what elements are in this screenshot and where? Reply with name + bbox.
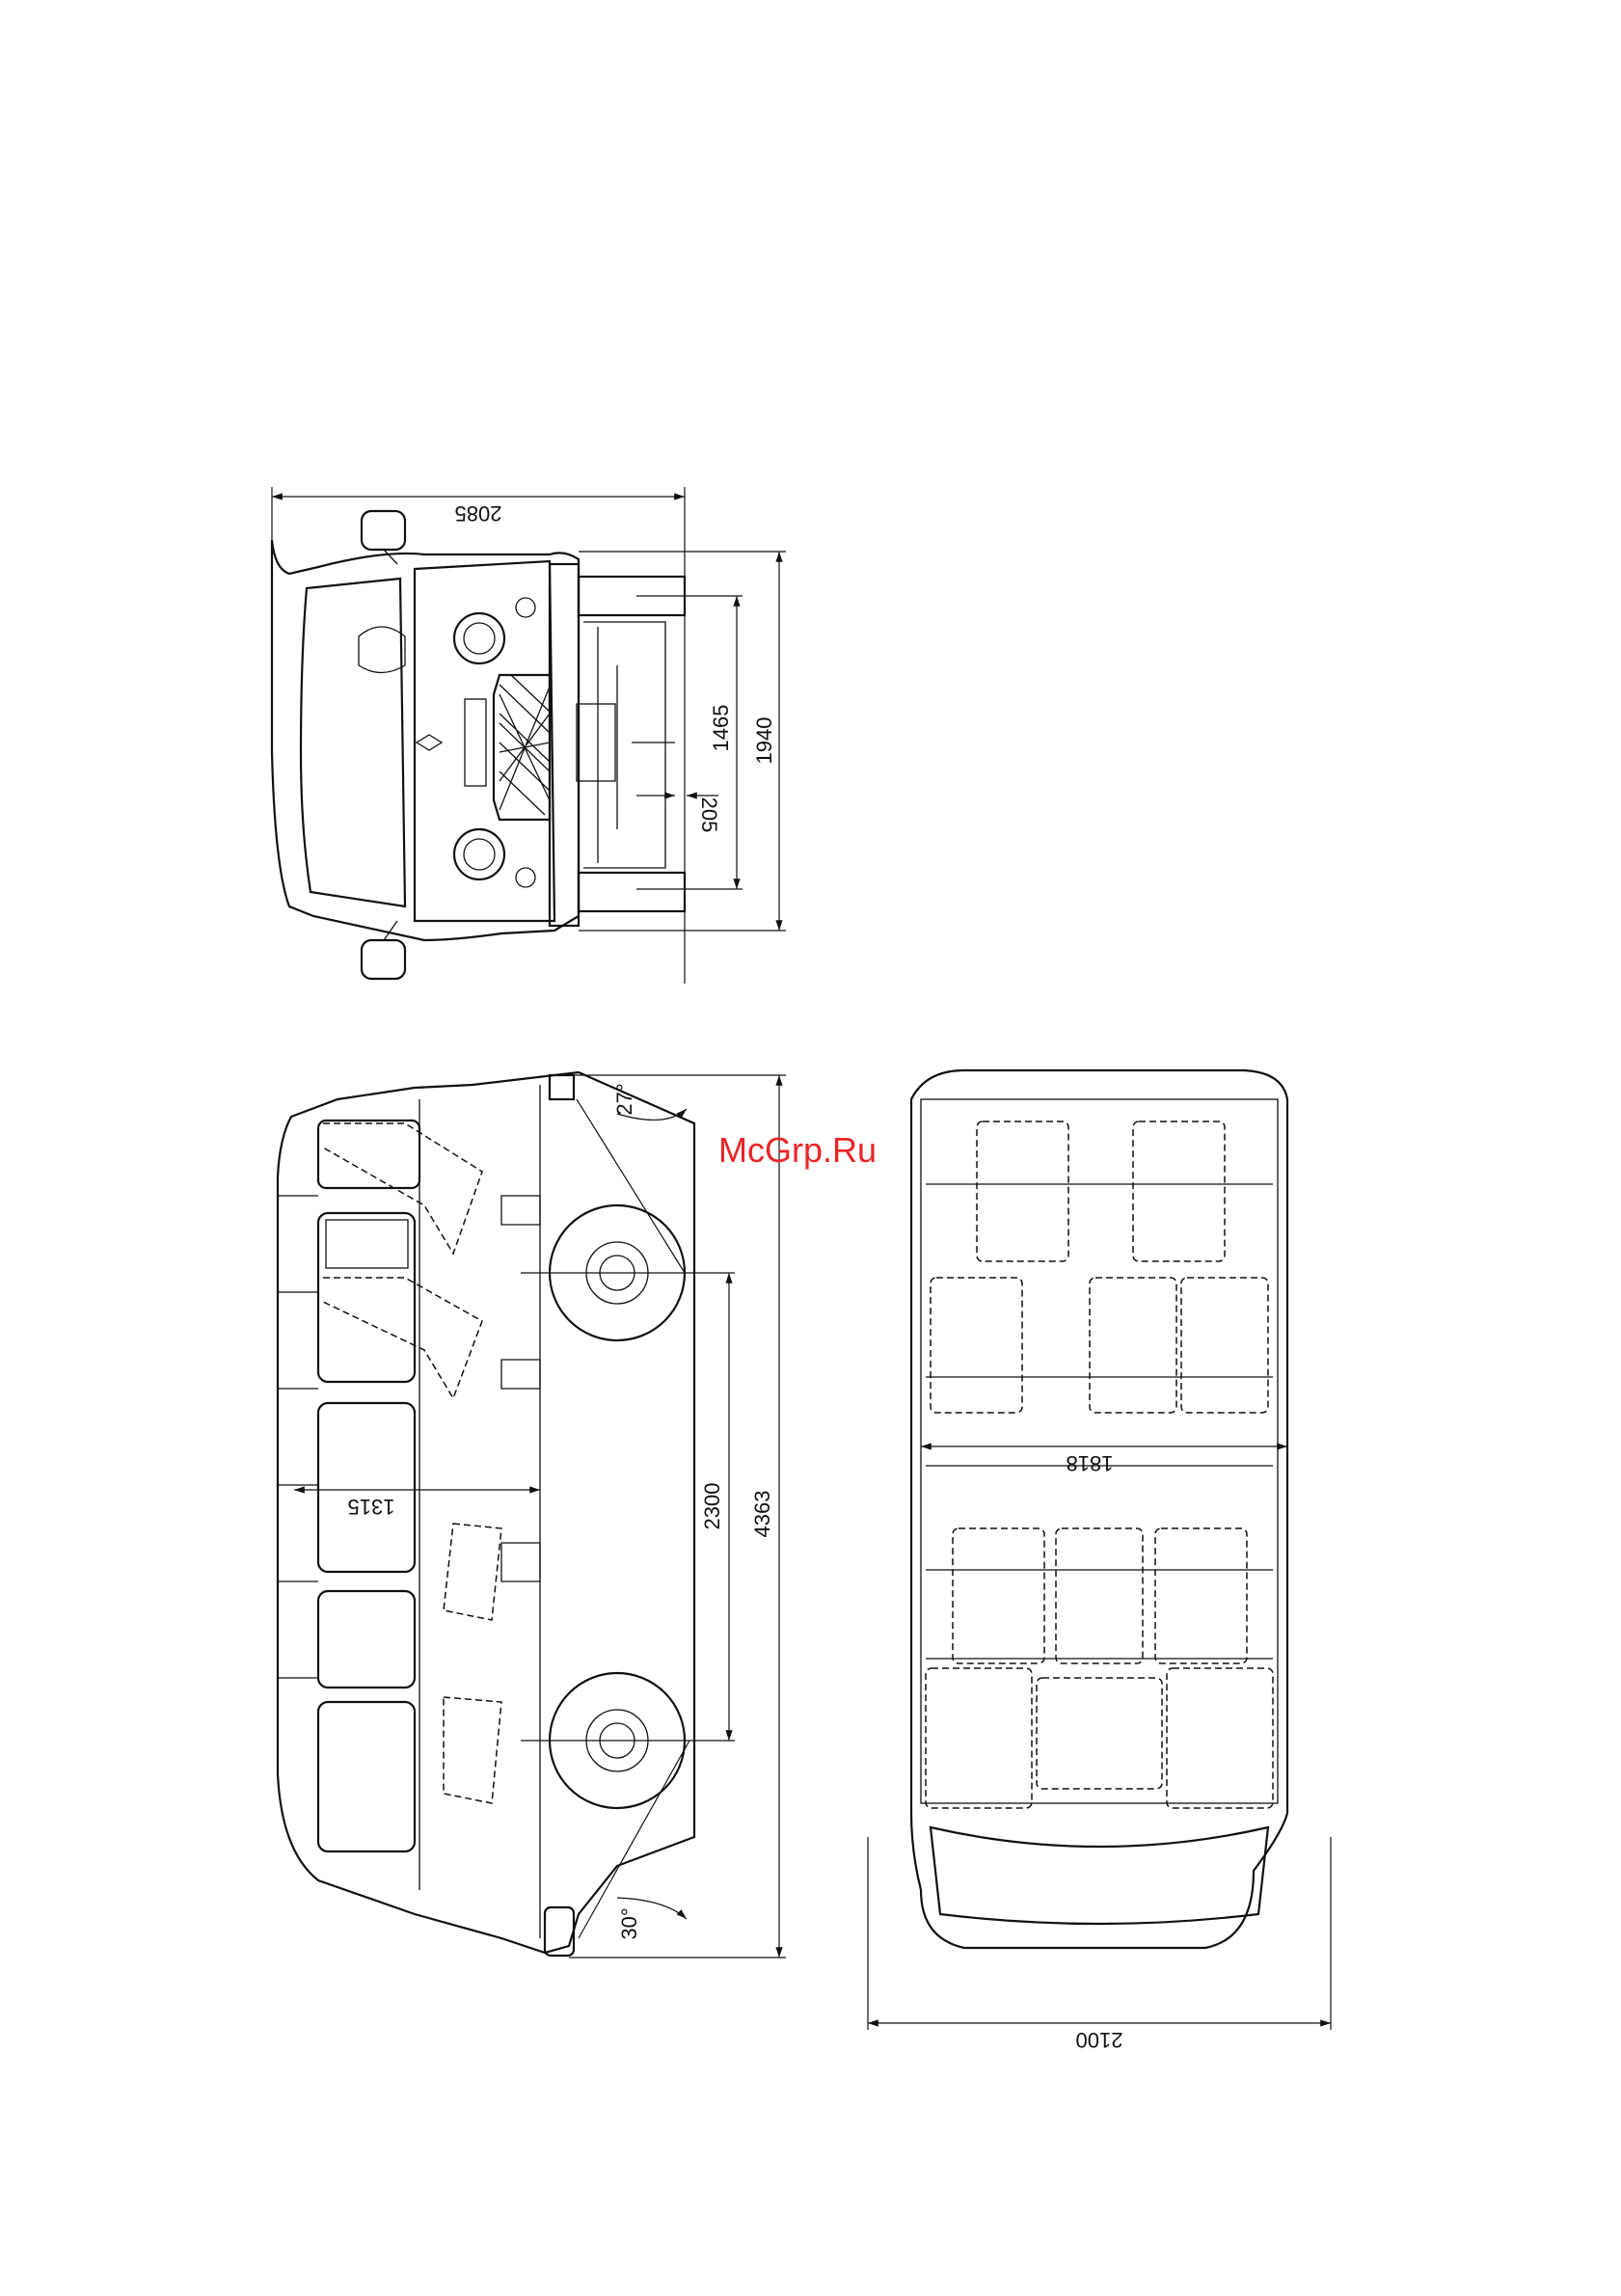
side-view: 4363 2300 1315 27° 30° [278, 1072, 786, 1958]
watermark: McGrp.Ru [718, 1130, 877, 1170]
clearance-label: 205 [697, 797, 721, 833]
front-height-label: 1940 [752, 717, 776, 765]
top-seat-row3-right [1155, 1528, 1247, 1663]
top-windshield [931, 1827, 1268, 1924]
side-window-2 [318, 1213, 415, 1382]
side-length-label: 4363 [750, 1491, 774, 1538]
mirror-top [362, 511, 405, 550]
headlight-bottom-inner [464, 839, 495, 870]
seat-mounts [501, 1196, 540, 1581]
top-seat-row1-right [1133, 1121, 1225, 1261]
front-width-label: 2085 [455, 501, 502, 526]
approach-angle-line [577, 1099, 685, 1273]
top-body-outline [911, 1070, 1287, 1948]
approach-angle-label: 27° [612, 1083, 636, 1115]
departure-angle-label: 30° [617, 1907, 641, 1939]
top-seat-row2-mid [1090, 1278, 1176, 1413]
grille-mesh [500, 675, 550, 815]
wheelbase-label: 2300 [700, 1483, 724, 1530]
side-window-5 [318, 1702, 415, 1851]
top-seat-front-left [926, 1668, 1032, 1808]
front-view: 2085 1940 1465 205 [272, 487, 786, 984]
top-seat-row3-left [953, 1528, 1044, 1663]
top-width-label: 2100 [1076, 2028, 1123, 2052]
tire-bottom [579, 873, 685, 911]
emblem [417, 735, 442, 750]
top-seat-row2-right [1181, 1278, 1268, 1413]
top-cabin-outline [921, 1099, 1278, 1803]
track-label: 1465 [709, 705, 733, 752]
side-seat-3 [444, 1524, 501, 1620]
front-lamp [550, 1075, 574, 1099]
mirror-arms [384, 550, 397, 940]
side-body-outline [278, 1072, 694, 1953]
front-plate [465, 699, 486, 786]
differential [577, 704, 615, 781]
mirror-bottom [362, 940, 405, 979]
side-window-2-vent [326, 1220, 408, 1268]
top-view: 1818 2100 [868, 1070, 1331, 2052]
steering-wheel [359, 627, 405, 673]
headlight-top [454, 613, 504, 663]
top-seat-row2-left [931, 1278, 1022, 1413]
top-seat-row3-mid [1056, 1528, 1143, 1663]
headlight-top-inner [464, 623, 495, 654]
indicator-top [516, 598, 535, 617]
side-seat-4 [444, 1697, 501, 1803]
side-window-3 [318, 1403, 415, 1572]
top-seat-front-right [1167, 1668, 1273, 1808]
interior-label: 1315 [348, 1495, 395, 1519]
side-window-4 [318, 1591, 415, 1688]
top-engine-cover [1037, 1678, 1162, 1789]
inner-width-label: 1818 [1067, 1451, 1114, 1475]
axle [583, 622, 675, 868]
side-seat-2 [323, 1278, 482, 1398]
indicator-bottom [516, 868, 535, 887]
top-seat-row1-left [977, 1121, 1068, 1261]
front-face [415, 561, 554, 921]
headlight-bottom [454, 829, 504, 879]
